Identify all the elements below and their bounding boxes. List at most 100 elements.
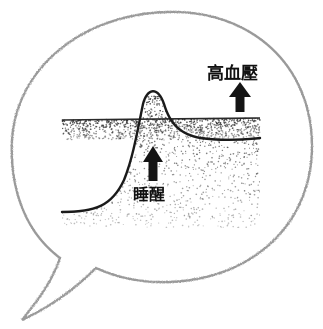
stipple-dot <box>77 120 79 122</box>
stipple-dot <box>228 120 231 122</box>
stipple-dot <box>199 126 202 128</box>
stipple-dot <box>127 199 129 201</box>
stipple-dot <box>171 127 173 130</box>
stipple-dot <box>127 129 129 131</box>
stipple-dot <box>251 154 253 156</box>
stipple-dot <box>217 160 220 163</box>
stipple-dot <box>245 192 247 195</box>
stipple-dot <box>148 190 150 193</box>
stipple-dot <box>66 123 68 126</box>
stipple-dot <box>185 135 187 137</box>
stipple-dot <box>198 167 200 169</box>
stipple-dot <box>156 134 158 137</box>
stipple-dot <box>129 137 131 139</box>
stipple-dot <box>107 218 110 220</box>
stipple-dot <box>222 226 224 228</box>
stipple-dot <box>153 127 156 129</box>
stipple-dot <box>146 222 148 224</box>
stipple-dot <box>255 142 257 144</box>
stipple-dot <box>156 95 159 98</box>
stipple-dot <box>131 138 134 140</box>
stipple-dot <box>164 133 166 136</box>
stipple-dot <box>225 133 228 135</box>
stipple-dot <box>156 193 158 195</box>
stipple-dot <box>207 165 209 167</box>
stipple-dot <box>112 220 114 222</box>
stipple-dot <box>133 202 136 204</box>
stipple-dot <box>115 124 118 126</box>
stipple-dot <box>154 101 156 103</box>
stipple-dot <box>104 126 106 128</box>
stipple-dot <box>73 130 75 132</box>
stipple-dot <box>122 223 124 226</box>
stipple-dot <box>245 136 247 138</box>
stipple-dot <box>81 129 83 132</box>
stipple-dot <box>64 222 66 224</box>
stipple-dot <box>126 123 128 125</box>
stipple-dot <box>190 175 192 177</box>
stipple-dot <box>202 169 204 171</box>
stipple-dot <box>246 140 248 142</box>
stipple-dot <box>187 190 189 192</box>
stipple-dot <box>195 139 197 142</box>
stipple-dot <box>131 187 134 189</box>
stipple-dot <box>248 147 251 149</box>
stipple-dot <box>250 135 253 137</box>
stipple-dot <box>233 119 235 122</box>
stipple-dot <box>173 200 176 203</box>
stipple-dot <box>194 159 196 161</box>
stipple-dot <box>154 119 156 122</box>
stipple-dot <box>244 128 246 130</box>
stipple-dot <box>238 212 240 215</box>
stipple-dot <box>237 226 240 229</box>
stipple-dot <box>94 211 96 213</box>
stipple-dot <box>182 125 184 127</box>
stipple-dot <box>132 132 134 135</box>
stipple-dot <box>185 124 187 126</box>
stipple-dot <box>211 215 213 217</box>
stipple-dot <box>182 152 184 155</box>
stipple-dot <box>66 218 68 220</box>
stipple-dot <box>119 137 121 139</box>
stipple-dot <box>223 189 226 191</box>
stipple-dot <box>178 124 180 126</box>
stipple-dot <box>257 132 260 134</box>
stipple-dot <box>153 145 155 147</box>
stipple-dot <box>207 161 210 163</box>
stipple-dot <box>256 203 259 205</box>
stipple-dot <box>186 200 189 202</box>
stipple-dot <box>110 122 112 124</box>
stipple-dot <box>190 125 192 127</box>
stipple-dot <box>210 135 213 137</box>
stipple-dot <box>150 225 152 227</box>
stipple-dot <box>91 134 93 137</box>
stipple-dot <box>190 207 193 210</box>
stipple-dot <box>84 127 86 130</box>
stipple-dot <box>192 131 194 133</box>
stipple-dot <box>180 191 183 194</box>
stipple-dot <box>234 208 237 211</box>
stipple-dot <box>178 198 180 201</box>
stipple-dot <box>114 125 116 128</box>
stipple-dot <box>135 213 138 215</box>
stipple-dot <box>153 103 155 105</box>
stipple-dot <box>75 221 78 223</box>
stipple-dot <box>156 131 158 133</box>
stipple-dot <box>150 111 152 113</box>
stipple-dot <box>149 133 152 135</box>
stipple-dot <box>141 122 144 125</box>
stipple-dot <box>115 122 117 125</box>
stipple-dot <box>149 130 151 132</box>
stipple-dot <box>251 203 253 206</box>
stipple-dot <box>63 214 65 216</box>
stipple-dot <box>257 123 259 126</box>
stipple-dot <box>127 126 129 129</box>
stipple-dot <box>194 123 196 126</box>
stipple-dot <box>208 203 211 205</box>
stipple-dot <box>235 155 238 157</box>
stipple-dot <box>232 129 235 132</box>
stipple-dot <box>201 176 204 179</box>
stipple-dot <box>182 206 184 209</box>
stipple-dot <box>198 157 201 160</box>
stipple-dot <box>202 198 204 200</box>
